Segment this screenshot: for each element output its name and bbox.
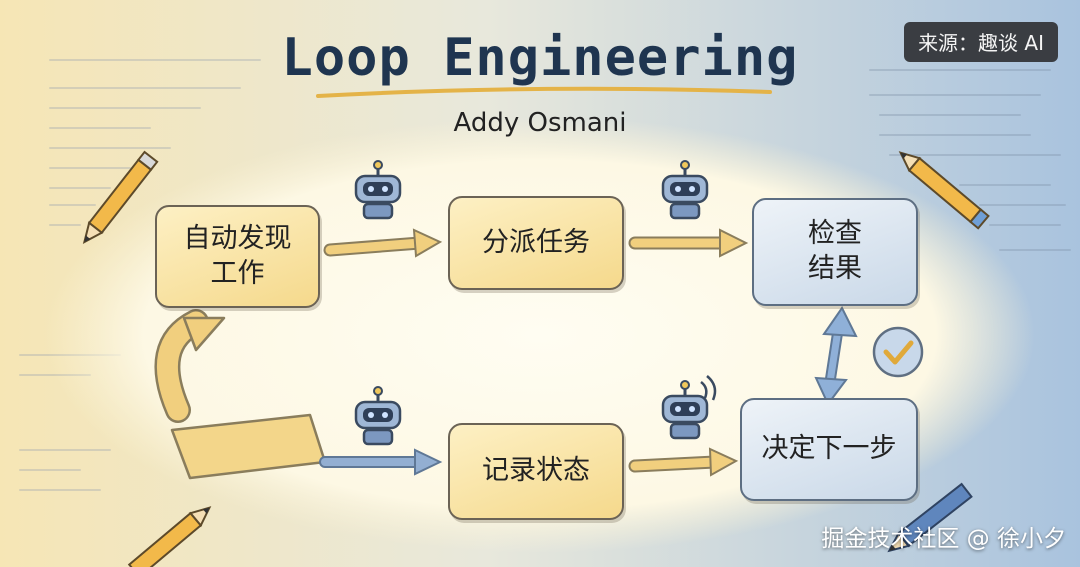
watermark: 掘金技术社区 @ 徐小夕: [821, 526, 1066, 552]
pencil-icon: [82, 150, 159, 244]
robot-icon: [661, 160, 709, 220]
diagram-title: Loop Engineering: [281, 28, 799, 88]
step-check-result: 检查 结果: [752, 198, 918, 306]
arrow-record-decide: [628, 447, 739, 477]
return-arrow: [154, 309, 327, 480]
pencil-icon: [127, 506, 212, 567]
arrow-dispatch-check: [628, 228, 749, 258]
step-discover-work: 自动发现 工作: [155, 205, 320, 308]
source-badge: 来源：趣谈 AI: [904, 22, 1058, 62]
title-underline: [316, 86, 772, 98]
robot-wifi-icon: [661, 375, 717, 440]
arrow-check-decide: [814, 306, 858, 406]
step-decide-next: 决定下一步: [740, 398, 918, 501]
robot-icon: [354, 160, 402, 220]
pencil-icon: [898, 151, 990, 230]
checkmark-icon: [872, 326, 924, 378]
arrow-discover-dispatch: [323, 228, 443, 258]
arrow-to-record: [319, 448, 443, 476]
robot-icon: [354, 386, 402, 446]
author-name: Addy Osmani: [453, 108, 627, 138]
step-dispatch-task: 分派任务: [448, 196, 624, 290]
step-record-state: 记录状态: [448, 423, 624, 520]
pencil-icon: [887, 482, 973, 553]
code-background-right: [869, 69, 1071, 251]
